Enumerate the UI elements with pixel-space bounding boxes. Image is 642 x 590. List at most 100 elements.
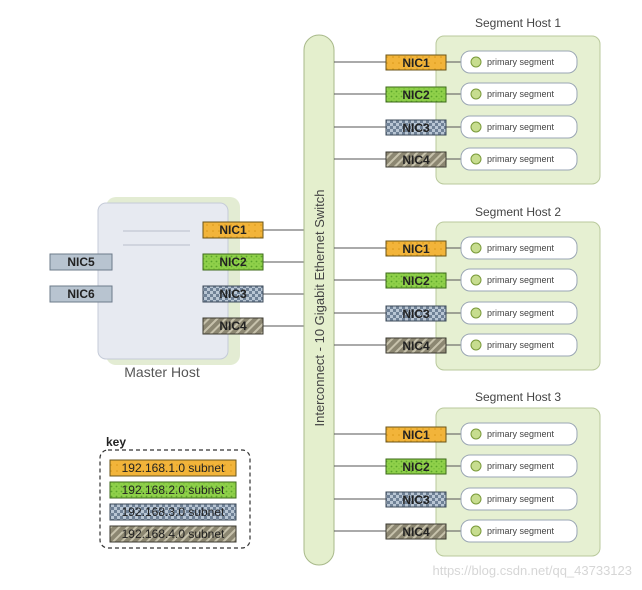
primary-segment: primary segment bbox=[460, 50, 578, 74]
segment-icon bbox=[470, 88, 482, 100]
primary-segment-label: primary segment bbox=[487, 340, 555, 350]
primary-segment: primary segment bbox=[460, 147, 578, 171]
legend-swatch-subnet-2 bbox=[109, 481, 237, 499]
segment-icon bbox=[470, 274, 482, 286]
primary-segment-label: primary segment bbox=[487, 429, 555, 439]
interconnect-switch: Interconnect - 10 Gigabit Ethernet Switc… bbox=[303, 34, 335, 566]
nic6-label: NIC6 bbox=[67, 287, 95, 301]
master-host-box bbox=[97, 202, 229, 360]
segment-nic1-label: NIC1 bbox=[402, 242, 430, 256]
primary-segment-label: primary segment bbox=[487, 526, 555, 536]
legend-item-label: 192.168.4.0 subnet bbox=[122, 527, 225, 541]
segment-nic1-label: NIC1 bbox=[402, 56, 430, 70]
segment-icon bbox=[470, 339, 482, 351]
primary-segment-pill bbox=[460, 236, 578, 260]
primary-segment-pill bbox=[460, 422, 578, 446]
primary-segment: primary segment bbox=[460, 422, 578, 446]
legend-swatch-subnet-1 bbox=[109, 459, 237, 477]
segment-nic2-label: NIC2 bbox=[402, 88, 430, 102]
primary-segment: primary segment bbox=[460, 268, 578, 292]
primary-segment-pill bbox=[460, 487, 578, 511]
master-nic2-box bbox=[202, 253, 264, 271]
master-host-title: Master Host bbox=[124, 364, 200, 380]
legend-item-label: 192.168.2.0 subnet bbox=[122, 483, 225, 497]
master-extra-nic: NIC5 NIC6 bbox=[49, 253, 113, 303]
segment-nic4-box bbox=[385, 523, 447, 540]
segment-nic4-label: NIC4 bbox=[402, 339, 430, 353]
segment-hosts: Segment Host 1 NIC1 NIC2 NIC3 NIC4 prima… bbox=[334, 16, 601, 557]
primary-segment-pill bbox=[460, 82, 578, 106]
segment-nic4-box bbox=[385, 337, 447, 354]
primary-segment-label: primary segment bbox=[487, 122, 555, 132]
primary-segment-label: primary segment bbox=[487, 154, 555, 164]
nic5-box bbox=[49, 253, 113, 271]
segment-nic3-label: NIC3 bbox=[402, 493, 430, 507]
segment-nic2-box bbox=[385, 272, 447, 289]
primary-segment-pill bbox=[460, 147, 578, 171]
primary-segment: primary segment bbox=[460, 519, 578, 543]
primary-segment: primary segment bbox=[460, 236, 578, 260]
segment-icon bbox=[470, 242, 482, 254]
segment-icon bbox=[470, 460, 482, 472]
primary-segment: primary segment bbox=[460, 454, 578, 478]
segment-nic3-box bbox=[385, 305, 447, 322]
segment-nic4-label: NIC4 bbox=[402, 153, 430, 167]
segment-nic3-box bbox=[385, 119, 447, 136]
legend-swatch-subnet-3 bbox=[109, 503, 237, 521]
primary-segment: primary segment bbox=[460, 301, 578, 325]
segment-nic4-box bbox=[385, 151, 447, 168]
legend-swatch-subnet-4 bbox=[109, 525, 237, 543]
segment-nic1-box bbox=[385, 426, 447, 443]
nic6-box bbox=[49, 285, 113, 303]
legend-item-label: 192.168.1.0 subnet bbox=[122, 461, 225, 475]
segment-nic2-label: NIC2 bbox=[402, 460, 430, 474]
segment-host: Segment Host 1 NIC1 NIC2 NIC3 NIC4 prima… bbox=[334, 16, 601, 185]
master-nic1-label: NIC1 bbox=[219, 223, 247, 237]
segment-nic1-label: NIC1 bbox=[402, 428, 430, 442]
segment-icon bbox=[470, 56, 482, 68]
master-nic4-box bbox=[202, 317, 264, 335]
segment-nic3-label: NIC3 bbox=[402, 307, 430, 321]
segment-host-title: Segment Host 3 bbox=[475, 390, 561, 404]
segment-nic4-label: NIC4 bbox=[402, 525, 430, 539]
segment-nic3-label: NIC3 bbox=[402, 121, 430, 135]
switch-label: Interconnect - 10 Gigabit Ethernet Switc… bbox=[312, 189, 327, 426]
primary-segment-label: primary segment bbox=[487, 243, 555, 253]
legend: key 192.168.1.0 subnet 192.168.2.0 subne… bbox=[99, 435, 251, 549]
primary-segment-pill bbox=[460, 454, 578, 478]
segment-host: Segment Host 3 NIC1 NIC2 NIC3 NIC4 prima… bbox=[334, 390, 601, 557]
segment-host: Segment Host 2 NIC1 NIC2 NIC3 NIC4 prima… bbox=[334, 205, 601, 371]
primary-segment-label: primary segment bbox=[487, 308, 555, 318]
primary-segment: primary segment bbox=[460, 333, 578, 357]
segment-nic2-box bbox=[385, 86, 447, 103]
segment-nic2-box bbox=[385, 458, 447, 475]
primary-segment-pill bbox=[460, 50, 578, 74]
segment-nic1-box bbox=[385, 54, 447, 71]
master-nic2-label: NIC2 bbox=[219, 255, 247, 269]
segment-nic3-box bbox=[385, 491, 447, 508]
primary-segment-pill bbox=[460, 333, 578, 357]
master-nic-group: NIC1 NIC2 NIC3 NIC4 bbox=[202, 221, 310, 335]
segment-nic1-box bbox=[385, 240, 447, 257]
primary-segment-pill bbox=[460, 115, 578, 139]
primary-segment-label: primary segment bbox=[487, 461, 555, 471]
segment-icon bbox=[470, 121, 482, 133]
primary-segment: primary segment bbox=[460, 82, 578, 106]
master-nic4-label: NIC4 bbox=[219, 319, 247, 333]
primary-segment-label: primary segment bbox=[487, 89, 555, 99]
segment-icon bbox=[470, 428, 482, 440]
primary-segment-pill bbox=[460, 519, 578, 543]
primary-segment: primary segment bbox=[460, 487, 578, 511]
segment-icon bbox=[470, 307, 482, 319]
master-nic3-box bbox=[202, 285, 264, 303]
legend-item-label: 192.168.3.0 subnet bbox=[122, 505, 225, 519]
segment-icon bbox=[470, 153, 482, 165]
primary-segment: primary segment bbox=[460, 115, 578, 139]
primary-segment-pill bbox=[460, 268, 578, 292]
master-nic3-label: NIC3 bbox=[219, 287, 247, 301]
watermark: https://blog.csdn.net/qq_43733123 bbox=[433, 563, 633, 578]
segment-icon bbox=[470, 525, 482, 537]
primary-segment-pill bbox=[460, 301, 578, 325]
nic5-label: NIC5 bbox=[67, 255, 95, 269]
primary-segment-label: primary segment bbox=[487, 275, 555, 285]
